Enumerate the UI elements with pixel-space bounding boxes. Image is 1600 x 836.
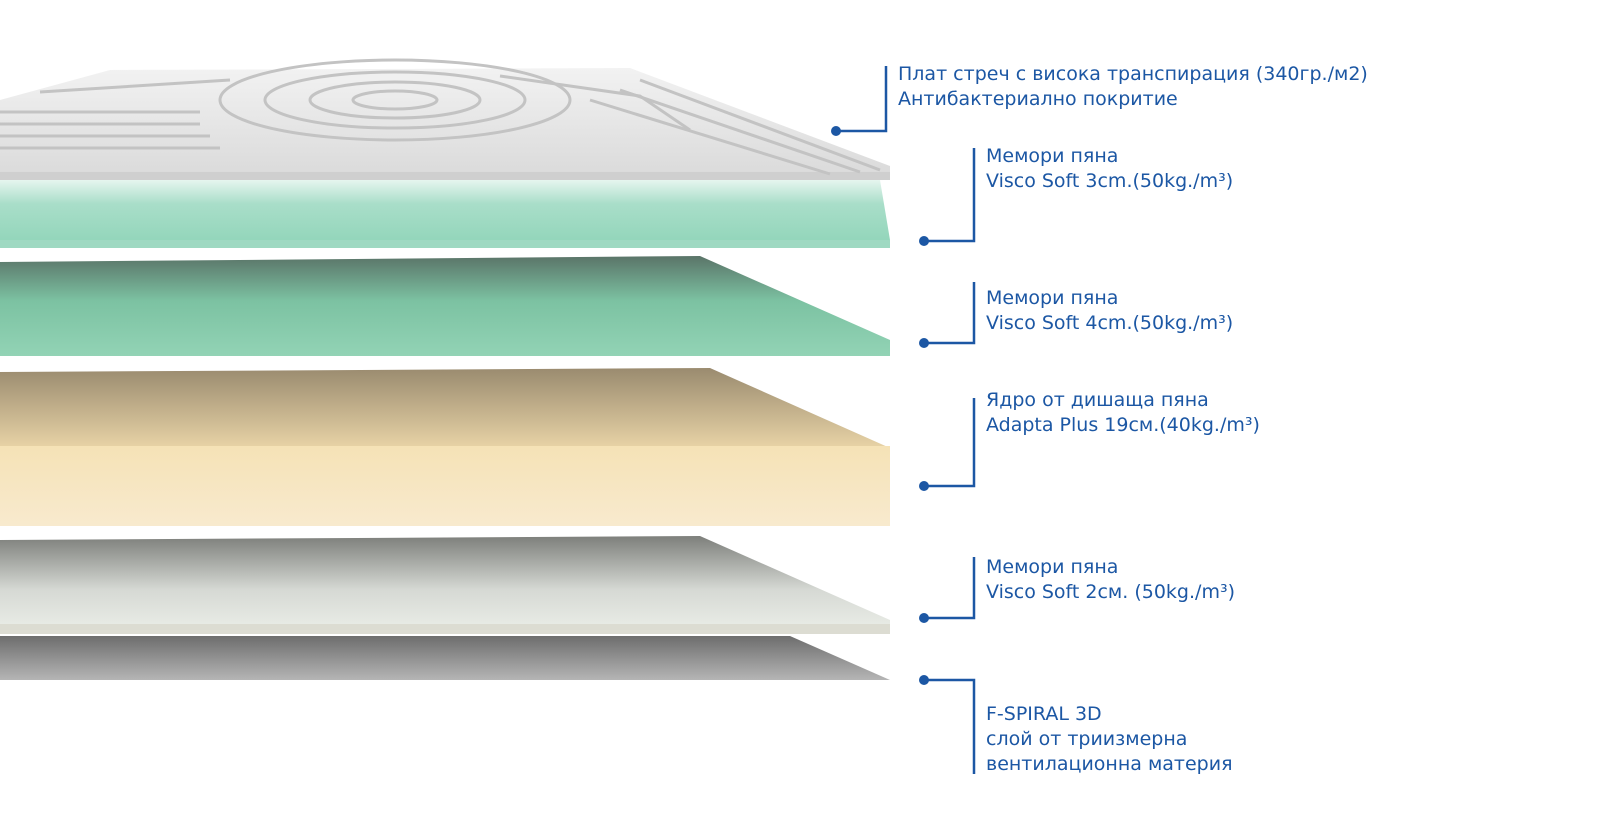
callout-line: Мемори пяна xyxy=(986,556,1119,578)
visco-3cm-layer xyxy=(0,180,890,248)
callout-line: Adapta Plus 19см.(40kg./m³) xyxy=(986,414,1260,436)
callout-line: Visco Soft 4cm.(50kg./m³) xyxy=(986,312,1234,334)
cover-quilting-pattern xyxy=(0,58,881,176)
cover-layer xyxy=(0,58,890,182)
spiral-3d-layer xyxy=(0,636,890,680)
callout-dot-visco-4 xyxy=(919,338,929,348)
callout-connector-core xyxy=(924,398,976,488)
callout-line: Ядро от дишаща пяна xyxy=(986,389,1209,411)
callout-connector-visco-2 xyxy=(924,557,976,620)
callout-line: слой от триизмерна xyxy=(986,728,1188,750)
callout-dot-visco-3 xyxy=(919,236,929,246)
callout-label-core: Ядро от дишаща пяна Adapta Plus 19см.(40… xyxy=(986,388,1260,438)
visco-4cm-layer xyxy=(0,256,890,356)
callout-line: Visco Soft 2см. (50kg./m³) xyxy=(986,581,1235,603)
callout-dot-visco-2 xyxy=(919,613,929,623)
callout-label-cover: Плат стреч с висока транспирация (340гр.… xyxy=(898,62,1368,112)
callout-connector-cover xyxy=(836,66,888,133)
callout-line: Плат стреч с висока транспирация (340гр.… xyxy=(898,63,1368,85)
callout-label-spiral: F-SPIRAL 3D слой от триизмерна вентилаци… xyxy=(986,702,1233,777)
callout-label-visco-4: Мемори пяна Visco Soft 4cm.(50kg./m³) xyxy=(986,286,1233,336)
visco-2cm-layer xyxy=(0,536,890,634)
callout-dot-core xyxy=(919,481,929,491)
callout-line: Мемори пяна xyxy=(986,145,1119,167)
callout-line: F-SPIRAL 3D xyxy=(986,703,1102,725)
callout-connector-visco-3 xyxy=(924,148,976,243)
adapta-core-layer xyxy=(0,368,890,526)
callout-label-visco-2: Мемори пяна Visco Soft 2см. (50kg./m³) xyxy=(986,555,1235,605)
callout-line: вентилационна материя xyxy=(986,753,1233,775)
callout-connector-spiral xyxy=(924,678,976,774)
callout-dot-spiral xyxy=(919,675,929,685)
callout-dot-cover xyxy=(831,126,841,136)
callout-label-visco-3: Мемори пяна Visco Soft 3cm.(50kg./m³) xyxy=(986,144,1233,194)
callout-line: Visco Soft 3cm.(50kg./m³) xyxy=(986,170,1234,192)
callout-line: Мемори пяна xyxy=(986,287,1119,309)
callout-line: Антибактериално покритие xyxy=(898,88,1178,110)
callout-connector-visco-4 xyxy=(924,282,976,345)
